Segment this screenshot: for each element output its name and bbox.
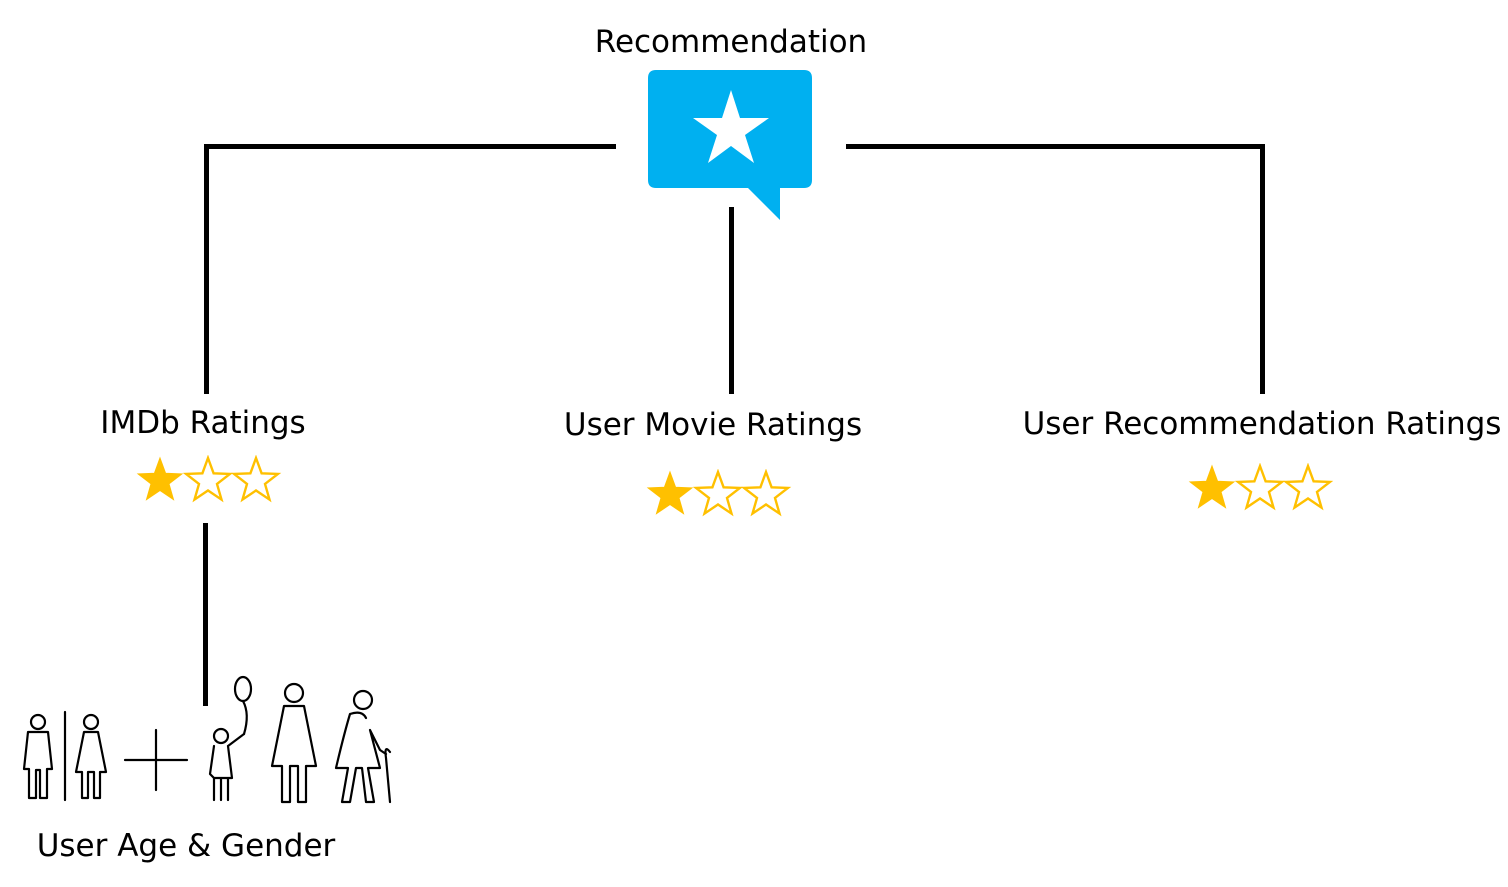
star-empty-icon	[1282, 463, 1334, 511]
connector-right-vertical	[1260, 144, 1265, 394]
woman-icon	[270, 682, 318, 804]
female-person-icon	[74, 713, 108, 800]
speech-bubble-star-icon	[648, 70, 812, 220]
star-filled-icon	[136, 456, 184, 501]
branch-label-imdb: IMDb Ratings	[100, 405, 306, 441]
root-label: Recommendation	[594, 24, 868, 60]
star-empty-icon	[692, 469, 744, 517]
star-filled-icon	[646, 470, 694, 515]
branch-label-user-recommendation: User Recommendation Ratings	[1022, 406, 1502, 442]
star-empty-icon	[1234, 463, 1286, 511]
star-empty-icon	[740, 469, 792, 517]
star-filled-icon	[1188, 464, 1236, 509]
connector-center-vertical	[729, 207, 734, 394]
rating-stars-imdb	[136, 455, 282, 503]
plus-icon	[123, 728, 189, 792]
rating-stars-user-movie	[646, 469, 792, 517]
elderly-woman-with-cane-icon	[334, 689, 392, 804]
connector-sub-vertical	[203, 523, 208, 706]
connector-left-horizontal	[204, 144, 616, 149]
connector-left-vertical	[204, 144, 209, 394]
star-empty-icon	[230, 455, 282, 503]
star-empty-icon	[182, 455, 234, 503]
connector-right-horizontal	[846, 144, 1265, 149]
rating-stars-user-recommendation	[1188, 463, 1334, 511]
people-icons-group	[22, 675, 392, 804]
male-person-icon	[22, 713, 54, 800]
branch-label-user-movie: User Movie Ratings	[563, 407, 863, 443]
sub-node-label: User Age & Gender	[36, 828, 336, 864]
child-with-balloon-icon	[208, 675, 253, 802]
